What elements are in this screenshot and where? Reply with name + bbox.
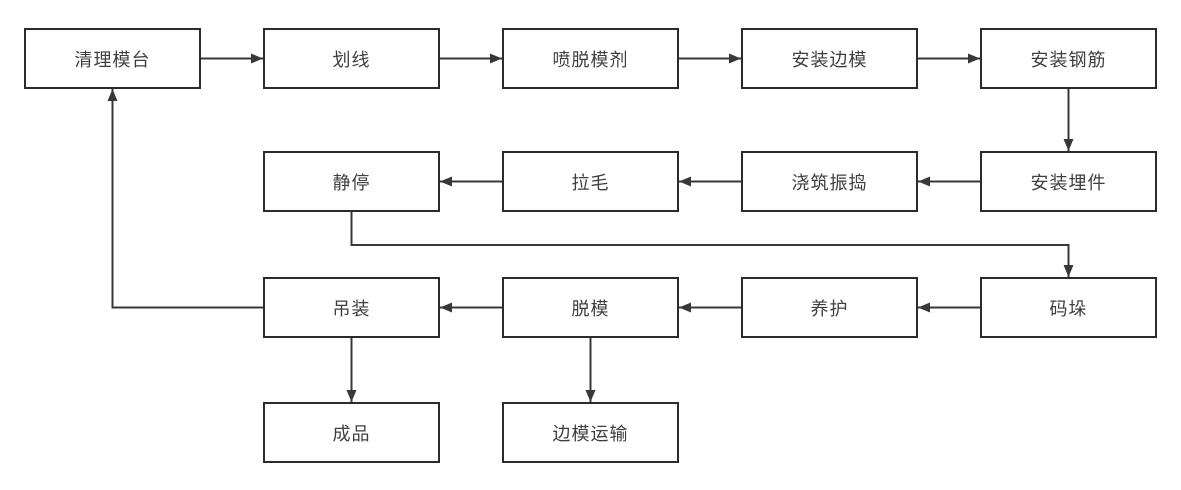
flow-node-demolding: 脱模 xyxy=(502,277,679,338)
flow-node-marking: 划线 xyxy=(263,28,440,89)
flow-node-label-install-embeds: 安装埋件 xyxy=(1030,172,1107,193)
flow-node-finished-product: 成品 xyxy=(263,402,440,463)
flow-node-label-install-side-molds: 安装边模 xyxy=(791,49,868,70)
flow-edge-hoisting-to-clean-mold-table xyxy=(107,89,263,309)
flow-node-spray-release-agent: 喷脱模剂 xyxy=(502,28,679,89)
flow-edge-resting-to-stacking xyxy=(350,212,1074,277)
flow-node-label-spray-release-agent: 喷脱模剂 xyxy=(552,49,629,70)
flow-node-stacking: 码垛 xyxy=(980,277,1157,338)
flow-node-clean-mold-table: 清理模台 xyxy=(24,28,201,89)
flow-node-label-install-rebar: 安装钢筋 xyxy=(1030,49,1107,70)
flow-node-label-hoisting: 吊装 xyxy=(332,298,371,319)
flow-node-resting: 静停 xyxy=(263,151,440,212)
flow-node-label-demolding: 脱模 xyxy=(571,298,610,319)
flow-node-label-stacking: 码垛 xyxy=(1049,298,1088,319)
flow-node-label-clean-mold-table: 清理模台 xyxy=(74,49,151,70)
flow-node-install-rebar: 安装钢筋 xyxy=(980,28,1157,89)
flow-node-side-mold-transport: 边模运输 xyxy=(502,402,679,463)
flow-node-roughening: 拉毛 xyxy=(502,151,679,212)
flow-node-hoisting: 吊装 xyxy=(263,277,440,338)
flow-node-curing: 养护 xyxy=(741,277,918,338)
flow-node-label-pour-vibrate: 浇筑振捣 xyxy=(791,172,868,193)
flow-node-install-embeds: 安装埋件 xyxy=(980,151,1157,212)
flow-node-label-roughening: 拉毛 xyxy=(571,172,610,193)
flow-node-label-finished-product: 成品 xyxy=(332,423,371,444)
flow-node-pour-vibrate: 浇筑振捣 xyxy=(741,151,918,212)
flow-node-label-resting: 静停 xyxy=(332,172,371,193)
flow-node-label-curing: 养护 xyxy=(810,298,849,319)
flow-node-label-side-mold-transport: 边模运输 xyxy=(552,423,629,444)
flow-node-install-side-molds: 安装边模 xyxy=(741,28,918,89)
flow-node-label-marking: 划线 xyxy=(332,49,371,70)
